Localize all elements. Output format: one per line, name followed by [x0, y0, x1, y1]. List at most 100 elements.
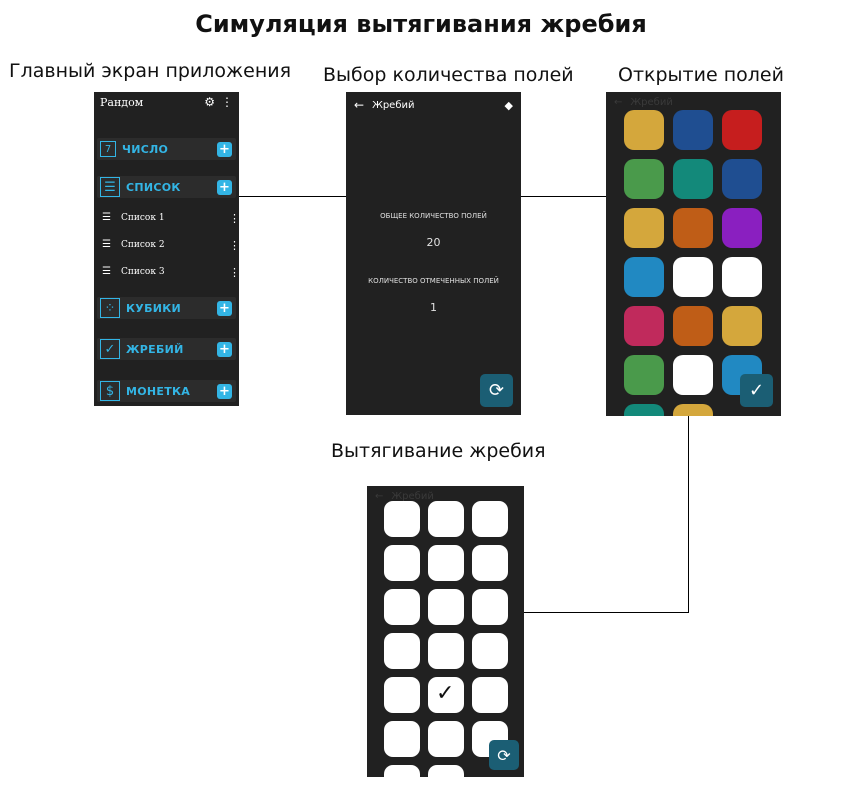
- list-item-menu-icon[interactable]: ⋮: [229, 211, 239, 225]
- lot-tile[interactable]: [428, 765, 464, 777]
- lot-tile[interactable]: [384, 721, 420, 757]
- open-screen: ← Жребий ✓: [606, 92, 781, 416]
- category-list[interactable]: ☰ СПИСОК +: [97, 176, 236, 198]
- field-tile[interactable]: [673, 208, 713, 248]
- add-dice-button[interactable]: +: [217, 300, 232, 316]
- category-label: СПИСОК: [126, 180, 181, 194]
- action-icon[interactable]: ◆: [504, 98, 513, 112]
- lot-tile[interactable]: [472, 501, 508, 537]
- refresh-button[interactable]: ⟳: [480, 374, 513, 407]
- back-arrow-icon: ←: [375, 490, 384, 502]
- check-icon: ✓: [100, 339, 120, 359]
- add-lot-button[interactable]: +: [217, 341, 232, 357]
- lot-tile[interactable]: [384, 633, 420, 669]
- category-label: ЖРЕБИЙ: [126, 342, 184, 356]
- field-tile[interactable]: [624, 355, 664, 395]
- field-tile[interactable]: [673, 306, 713, 346]
- field-tile[interactable]: [673, 257, 713, 297]
- refresh-button[interactable]: ⟳: [489, 740, 519, 770]
- list-item[interactable]: ☰ Список 1 ⋮: [102, 209, 239, 227]
- menu-icon[interactable]: ⋮: [221, 95, 233, 109]
- select-app-bar: ← Жребий ◆: [346, 92, 521, 118]
- confirm-button[interactable]: ✓: [740, 374, 773, 407]
- list-item-menu-icon[interactable]: ⋮: [229, 265, 239, 279]
- add-coin-button[interactable]: +: [217, 383, 232, 399]
- lot-tile[interactable]: [384, 589, 420, 625]
- list-item-label: Список 3: [121, 267, 165, 277]
- main-screen: Рандом ⚙ ⋮ 7 ЧИСЛО + ☰ СПИСОК + ☰ Список…: [94, 92, 239, 406]
- list-item[interactable]: ☰ Список 2 ⋮: [102, 236, 239, 254]
- caption-open: Открытие полей: [618, 64, 784, 86]
- lot-tile[interactable]: [384, 545, 420, 581]
- lot-tile[interactable]: [472, 545, 508, 581]
- field-tile[interactable]: [673, 404, 713, 416]
- coin-icon: $: [100, 381, 120, 401]
- field-tile[interactable]: [673, 110, 713, 150]
- lot-tile[interactable]: [472, 589, 508, 625]
- lot-tile[interactable]: [428, 545, 464, 581]
- screen-title: Жребий: [372, 99, 415, 111]
- marked-fields-input[interactable]: 1: [430, 301, 437, 314]
- lot-tile[interactable]: [384, 501, 420, 537]
- diagram-title: Симуляция вытягивания жребия: [195, 10, 647, 38]
- app-title: Рандом: [100, 95, 144, 109]
- screen-title: Жребий: [391, 490, 434, 502]
- field-tile[interactable]: [722, 159, 762, 199]
- list-item-menu-icon[interactable]: ⋮: [229, 238, 239, 252]
- lot-tile[interactable]: [428, 721, 464, 757]
- field-tile[interactable]: [722, 257, 762, 297]
- settings-icon[interactable]: ⚙: [204, 95, 215, 109]
- lot-tile[interactable]: [428, 501, 464, 537]
- field-tile[interactable]: [624, 404, 664, 416]
- lot-tile[interactable]: [384, 765, 420, 777]
- lot-tile[interactable]: [472, 677, 508, 713]
- total-fields-label: ОБЩЕЕ КОЛИЧЕСТВО ПОЛЕЙ: [380, 212, 487, 220]
- list-item-icon: ☰: [102, 266, 111, 277]
- check-icon: ✓: [748, 380, 765, 401]
- field-tile[interactable]: [624, 159, 664, 199]
- lot-tile[interactable]: [428, 633, 464, 669]
- marked-fields-label: КОЛИЧЕСТВО ОТМЕЧЕННЫХ ПОЛЕЙ: [368, 277, 499, 285]
- screen-title: Жребий: [630, 96, 673, 108]
- total-fields-input[interactable]: 20: [426, 236, 441, 249]
- lot-tile[interactable]: [384, 677, 420, 713]
- checkmark-icon: ✓: [436, 681, 455, 706]
- back-arrow-icon[interactable]: ←: [354, 98, 365, 112]
- lot-tile[interactable]: [428, 589, 464, 625]
- category-lot[interactable]: ✓ ЖРЕБИЙ +: [97, 338, 236, 360]
- list-item-label: Список 2: [121, 240, 165, 250]
- connector-to-draw: [524, 612, 689, 613]
- category-label: ЧИСЛО: [122, 142, 169, 156]
- list-item-label: Список 1: [121, 213, 165, 223]
- category-label: КУБИКИ: [126, 301, 182, 315]
- field-tile[interactable]: [722, 306, 762, 346]
- ghost-app-bar: ← Жребий: [606, 92, 781, 112]
- field-tile[interactable]: [722, 208, 762, 248]
- field-tile[interactable]: [722, 110, 762, 150]
- list-icon: ☰: [100, 177, 120, 197]
- category-coin[interactable]: $ МОНЕТКА +: [97, 380, 236, 402]
- category-number[interactable]: 7 ЧИСЛО +: [97, 138, 236, 160]
- connector-select-to-open: [462, 196, 608, 197]
- field-tile[interactable]: [673, 159, 713, 199]
- add-list-button[interactable]: +: [217, 179, 232, 195]
- field-tile[interactable]: [624, 208, 664, 248]
- field-tile[interactable]: [673, 355, 713, 395]
- category-label: МОНЕТКА: [126, 384, 191, 398]
- add-number-button[interactable]: +: [217, 141, 232, 157]
- field-tile[interactable]: [624, 257, 664, 297]
- category-dice[interactable]: ⁘ КУБИКИ +: [97, 297, 236, 319]
- field-tile[interactable]: [624, 306, 664, 346]
- back-arrow-icon: ←: [614, 96, 623, 108]
- list-item-icon: ☰: [102, 212, 111, 223]
- number-icon: 7: [100, 141, 116, 157]
- list-item-icon: ☰: [102, 239, 111, 250]
- caption-select: Выбор количества полей: [323, 64, 574, 86]
- lot-tile[interactable]: [472, 633, 508, 669]
- lot-tile[interactable]: ✓: [428, 677, 464, 713]
- connector-main-to-select: [239, 196, 347, 197]
- list-item[interactable]: ☰ Список 3 ⋮: [102, 263, 239, 281]
- refresh-icon: ⟳: [488, 380, 505, 401]
- refresh-icon: ⟳: [497, 745, 511, 765]
- field-tile[interactable]: [624, 110, 664, 150]
